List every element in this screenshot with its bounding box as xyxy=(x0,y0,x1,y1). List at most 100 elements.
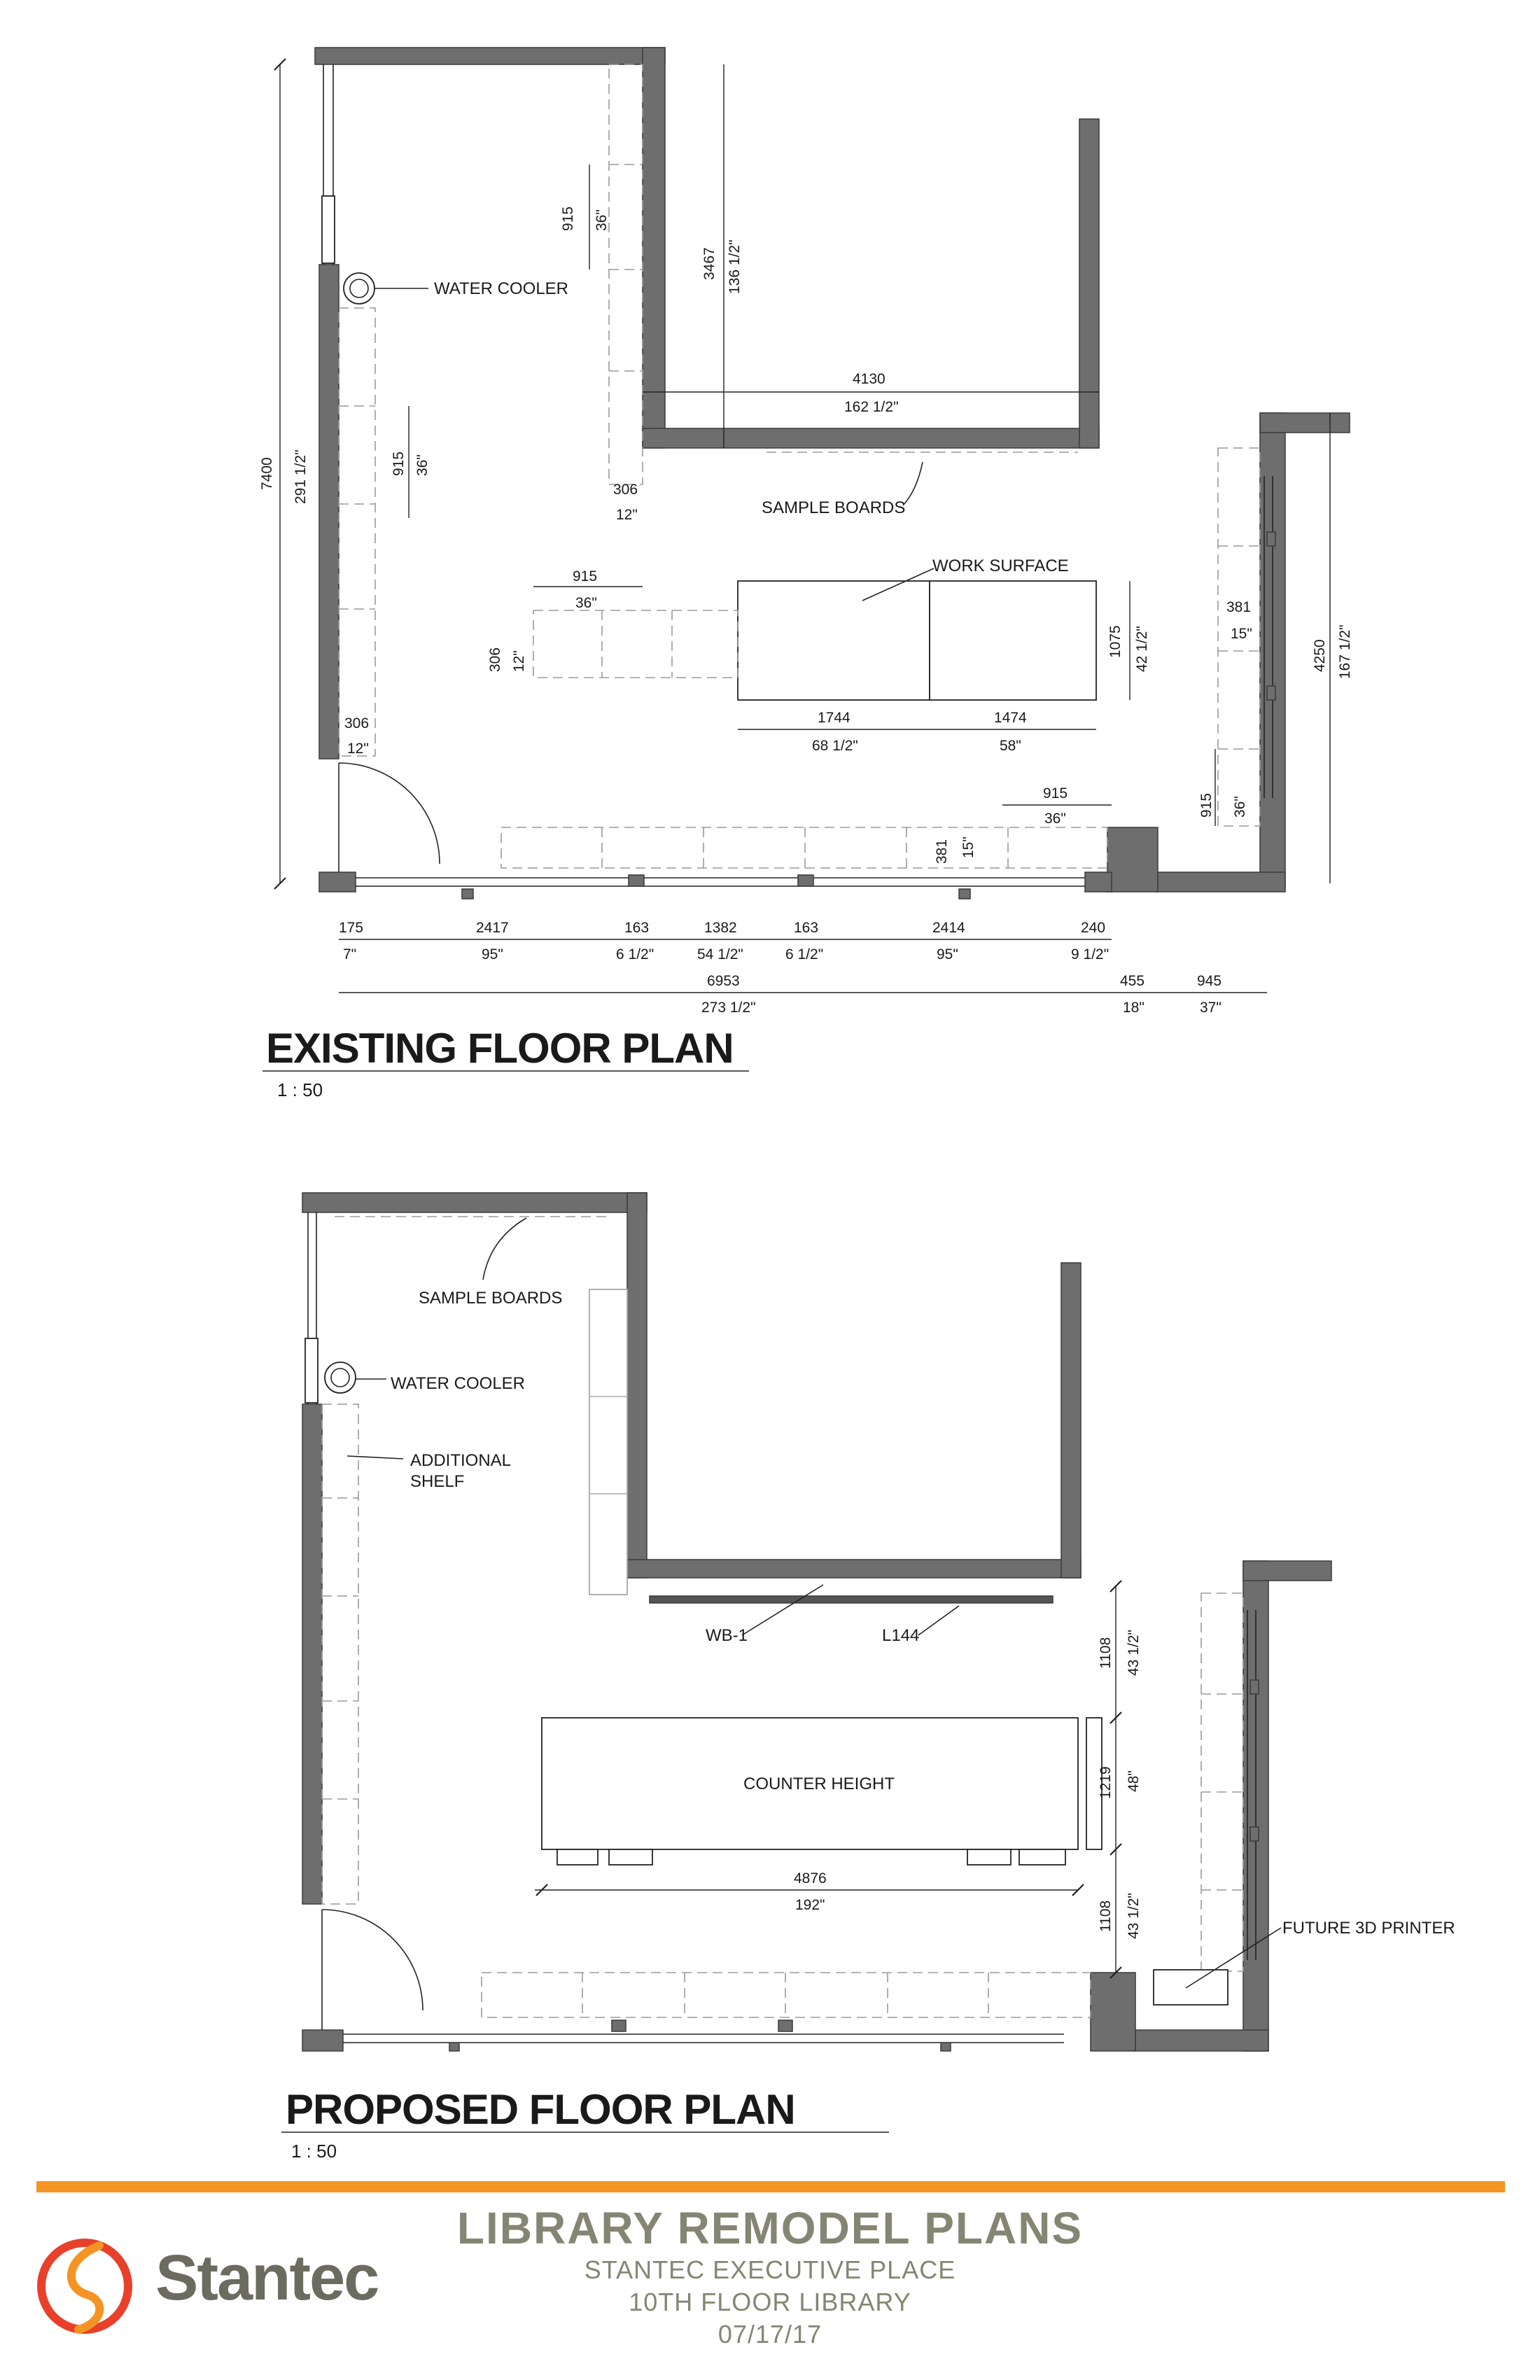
sheet-subtitle-1: STANTEC EXECUTIVE PLACE xyxy=(584,2255,956,2284)
ex-work-surface-leader xyxy=(862,568,934,601)
ex-dim-4250-mm: 4250 xyxy=(1312,639,1328,672)
pr-dim-len-in: 192" xyxy=(795,1897,825,1913)
pr-dim-tick-4 xyxy=(1110,1966,1122,1979)
pr-additional-shelf-label-2: SHELF xyxy=(410,1472,464,1491)
ex-dim-ext-in: 36" xyxy=(575,595,597,611)
ex-dim-163b-in: 6 1/2" xyxy=(785,946,823,962)
ex-dim-shelf-upper-mm: 915 xyxy=(560,206,576,231)
ex-dim-4250-in: 167 1/2" xyxy=(1337,624,1353,679)
ex-dim-ws-height-in: 42 1/2" xyxy=(1134,626,1150,672)
ex-wall-inner-vertical xyxy=(642,47,666,449)
ex-dim-4130-mm: 4130 xyxy=(853,371,886,387)
ex-dim-163b-mm: 163 xyxy=(794,920,818,936)
pr-stool-3 xyxy=(967,1849,1011,1865)
ex-shelf-bottom xyxy=(500,827,1108,869)
pr-stool-2 xyxy=(608,1849,653,1865)
pr-printer-label: FUTURE 3D PRINTER xyxy=(1282,1919,1455,1938)
ex-right-mullion-1 xyxy=(1266,531,1276,547)
ex-dim-ws-height-mm: 1075 xyxy=(1107,625,1124,658)
ex-dim-ws-b-mm: 1474 xyxy=(994,710,1027,726)
pr-wall-inner-horizontal xyxy=(626,1559,1082,1578)
sheet-subtitle-2: 10TH FLOOR LIBRARY xyxy=(629,2288,911,2316)
ex-dim-306-ext-mm: 306 xyxy=(487,648,503,672)
pr-water-cooler-label: WATER COOLER xyxy=(391,1374,525,1393)
ex-dim-915-right-in: 36" xyxy=(1232,796,1248,818)
pr-shelf-left xyxy=(321,1404,359,1905)
sheet-title: LIBRARY REMODEL PLANS xyxy=(456,2203,1084,2253)
pr-dim-len-mm: 4876 xyxy=(794,1870,827,1886)
ex-dim-height-in: 291 1/2" xyxy=(293,449,309,504)
ex-wall-inner-horizontal xyxy=(642,428,1100,449)
ex-dim-163a-mm: 163 xyxy=(624,920,649,936)
pr-l144-leader xyxy=(918,1605,960,1636)
ex-sample-boards-leader xyxy=(902,461,923,506)
pr-dim-top-mm: 1108 xyxy=(1098,1637,1114,1669)
pr-counter-side-panel xyxy=(1086,1717,1102,1850)
ex-dim-945-mm: 945 xyxy=(1197,973,1222,989)
ex-dim-381-col-mm: 381 xyxy=(934,839,950,864)
pr-dim-mid-mm: 1219 xyxy=(1098,1766,1114,1799)
ex-dim-306-upper-mm: 306 xyxy=(613,482,638,498)
ex-water-cooler-inner xyxy=(349,279,369,298)
ex-bottom-left-block xyxy=(318,872,356,892)
ex-column xyxy=(1107,827,1158,892)
pr-door-swing xyxy=(321,1909,424,2011)
pr-stool-1 xyxy=(556,1849,598,1865)
pr-additional-shelf-label-1: ADDITIONAL xyxy=(410,1451,511,1470)
ex-wall-far-right-cap xyxy=(1259,412,1350,433)
ex-dim-shelf-left-mm: 915 xyxy=(391,451,407,476)
ex-dim-ws-a-mm: 1744 xyxy=(818,710,850,726)
pr-right-mullion-2 xyxy=(1250,1826,1259,1842)
ex-wall-top xyxy=(314,47,666,65)
ex-dim-2414-mm: 2414 xyxy=(932,920,965,936)
pr-plan-scale: 1 : 50 xyxy=(291,2141,337,2162)
ex-bottom-right-block xyxy=(1084,872,1112,892)
pr-dim-bot-in: 43 1/2" xyxy=(1126,1893,1142,1939)
pr-dim-tick-3 xyxy=(1110,1843,1122,1856)
ex-work-surface-a xyxy=(737,580,930,701)
ex-window-mullion xyxy=(321,195,335,264)
ex-dim-2414-in: 95" xyxy=(937,946,958,962)
pr-wb1-leader xyxy=(741,1584,824,1636)
ex-dim-shelf-left-in: 36" xyxy=(414,454,430,476)
ex-work-surface-b xyxy=(929,580,1097,701)
pr-shelf-bottom xyxy=(481,1972,1091,2018)
proposed-floor-plan: SAMPLE BOARDS WATER COOLER ADDITIONAL SH… xyxy=(281,1192,1455,2162)
pr-dim-len-tick-r xyxy=(1072,1884,1084,1896)
ex-sample-boards-label: SAMPLE BOARDS xyxy=(762,498,905,517)
pr-water-cooler-inner xyxy=(330,1368,350,1387)
ex-dim-4130-in: 162 1/2" xyxy=(844,399,899,415)
pr-stool-4 xyxy=(1018,1849,1066,1865)
pr-bottom-left-block xyxy=(302,2029,344,2052)
ex-plan-title: EXISTING FLOOR PLAN xyxy=(266,1025,734,1072)
accent-bar xyxy=(36,2181,1505,2192)
pr-mullion-3 xyxy=(778,2019,793,2032)
ex-shelf-left xyxy=(338,307,376,757)
ex-dim-shelf-upper-in: 36" xyxy=(594,209,610,231)
pr-dim-len-tick-l xyxy=(536,1884,548,1896)
ex-dim-height-mm: 7400 xyxy=(259,457,275,490)
pr-sample-boards-label: SAMPLE BOARDS xyxy=(419,1289,562,1308)
ex-dim-306-left-in: 12" xyxy=(347,741,369,757)
existing-floor-plan: WATER COOLER WORK SURFACE SAMPLE BOARDS … xyxy=(259,47,1353,1100)
pr-l144-label: L144 xyxy=(882,1626,919,1645)
pr-water-cooler-icon xyxy=(324,1362,356,1394)
pr-wall-bottom-right xyxy=(1133,2029,1269,2052)
pr-mullion-2 xyxy=(611,2019,626,2032)
ex-dim-306-upper-in: 12" xyxy=(616,507,638,523)
ex-dim-1382-in: 54 1/2" xyxy=(697,946,743,962)
sheet-date: 07/17/17 xyxy=(718,2320,822,2348)
ex-dim-381-right-in: 15" xyxy=(1231,626,1252,642)
ex-dim-163a-in: 6 1/2" xyxy=(616,946,654,962)
ex-mullion-1 xyxy=(461,888,474,899)
pr-printer-box xyxy=(1153,1969,1228,2005)
pr-mullion-4 xyxy=(940,2042,951,2052)
ex-work-surface-label: WORK SURFACE xyxy=(932,556,1069,575)
pr-right-mullion-1 xyxy=(1250,1679,1259,1695)
ex-dim-915-col-in: 36" xyxy=(1044,811,1066,827)
ex-dim-945-in: 37" xyxy=(1200,1000,1222,1016)
ex-shelf-right xyxy=(1217,447,1261,827)
pr-wb1-label: WB-1 xyxy=(706,1626,748,1645)
pr-wall-left xyxy=(302,1404,323,1905)
